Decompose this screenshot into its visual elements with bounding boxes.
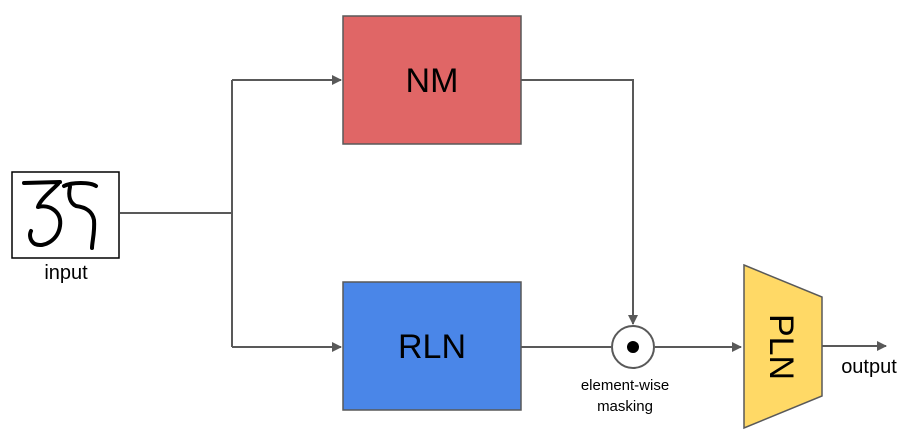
- pln-trapezoid: [743, 263, 823, 430]
- edge-nm-to-mask: [521, 79, 638, 325]
- output-label: output: [841, 356, 897, 378]
- dot-operator-icon: [627, 341, 639, 353]
- input-image: [11, 171, 120, 259]
- nm-label: NM: [406, 62, 459, 100]
- input-label: input: [44, 262, 88, 284]
- handwritten-digit-glyph: [22, 180, 98, 250]
- nm-box: [342, 15, 522, 145]
- rln-label: RLN: [398, 328, 466, 366]
- pln-node: PLN: [743, 263, 823, 430]
- nm-node: NM: [342, 15, 522, 145]
- element-wise-masking-operator: [611, 325, 655, 369]
- rln-node: RLN: [342, 281, 522, 411]
- masking-label-line2: masking: [597, 398, 653, 415]
- pln-label: PLN: [762, 314, 800, 380]
- rln-box: [342, 281, 522, 411]
- masking-label-line1: element-wise: [581, 377, 669, 394]
